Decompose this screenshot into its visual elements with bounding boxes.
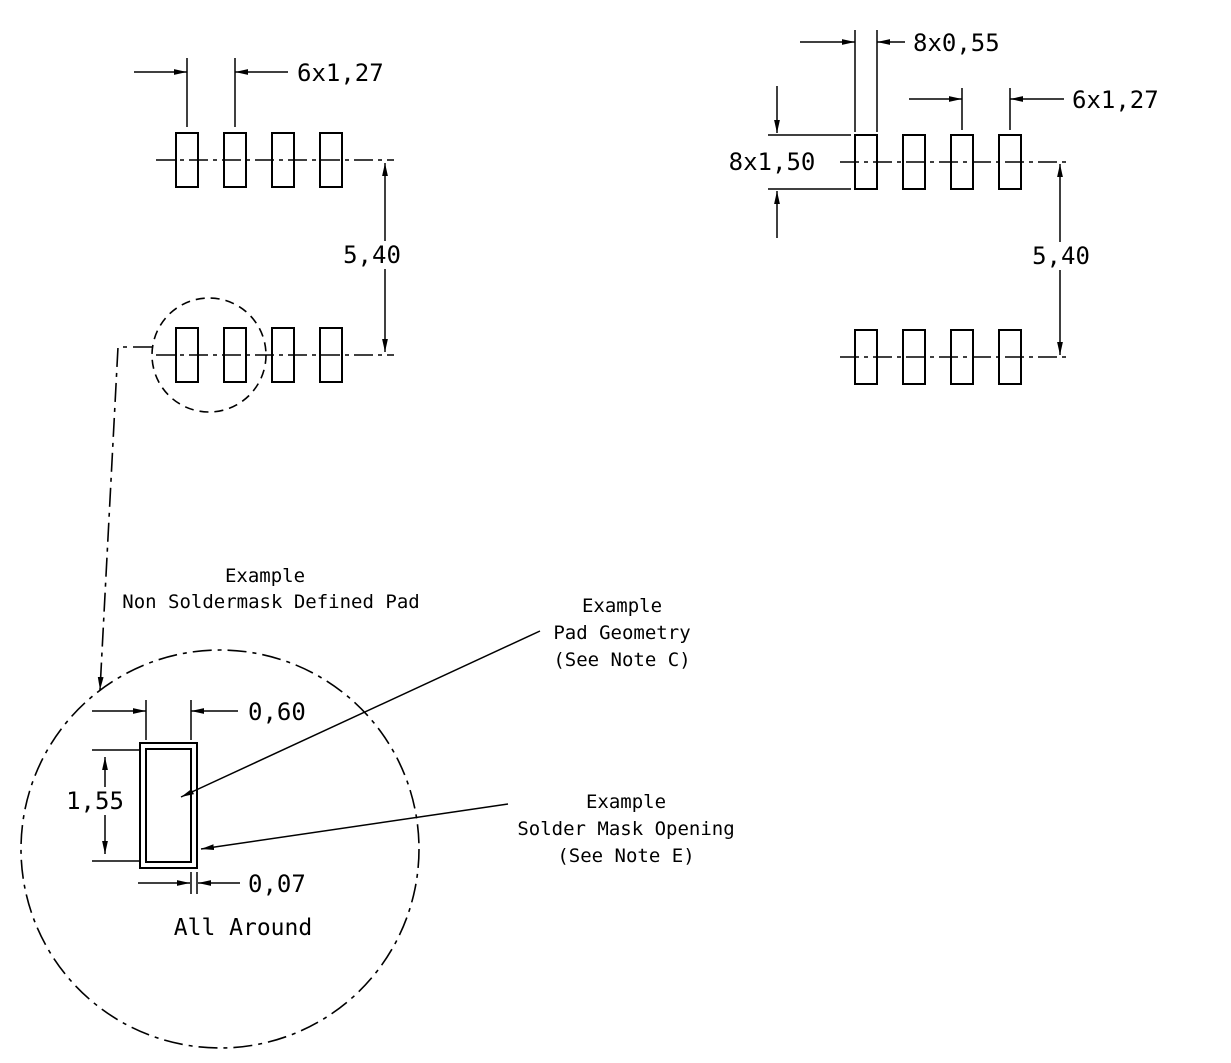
solder-mask-note-line2: Solder Mask Opening	[517, 818, 734, 840]
pad-geometry-note-line2: Pad Geometry	[553, 622, 690, 644]
label-backdrop	[343, 241, 401, 269]
dim-pitch: 6x1,27	[909, 86, 1159, 130]
dim-label-row-spacing: 5,40	[343, 241, 401, 269]
pad-geometry-callout: Example Pad Geometry (See Note C)	[180, 595, 691, 798]
label-backdrop	[66, 787, 124, 815]
dim-pad-height: 1,55	[66, 749, 140, 862]
dim-mask-gap: 0,07	[138, 870, 306, 898]
detail-title-line1: Example	[225, 565, 305, 587]
pad-geometry-outline	[145, 748, 192, 863]
dim-label-mask-gap: 0,07	[248, 870, 306, 898]
pad	[271, 132, 295, 188]
dim-label-pad-width: 0,60	[248, 698, 306, 726]
dim-pad-width: 0,60	[92, 698, 306, 740]
pad	[854, 329, 878, 385]
dim-label-pad-height: 8x1,50	[729, 148, 816, 176]
detail-view-circle	[20, 649, 420, 1049]
dim-row-spacing: 5,40	[343, 163, 401, 352]
detail-title-line2: Non Soldermask Defined Pad	[122, 591, 419, 613]
solder-mask-note-line1: Example	[586, 791, 666, 813]
dim-pad-width: 8x0,55	[800, 29, 1000, 132]
solder-mask-opening-outline	[139, 742, 198, 869]
pad	[950, 329, 974, 385]
dim-row-spacing: 5,40	[1032, 164, 1090, 355]
dim-label-pad-height: 1,55	[66, 787, 124, 815]
dim-pad-height: 8x1,50	[729, 86, 851, 238]
detail-leader-line	[97, 346, 152, 691]
pad	[998, 134, 1022, 190]
leader-line	[200, 803, 509, 850]
top-left-pad-view: 6x1,27 5,40	[97, 58, 401, 691]
dim-label-pitch: 6x1,27	[297, 59, 384, 87]
leader-line	[180, 630, 541, 798]
pad	[902, 329, 926, 385]
detail-callout-circle	[151, 297, 267, 413]
solder-mask-note-line3: (See Note E)	[557, 845, 694, 867]
top-right-pad-view: 8x0,55 6x1,27 8x1,50 5,40	[729, 29, 1159, 385]
pad	[902, 134, 926, 190]
pad	[223, 132, 247, 188]
pad	[271, 327, 295, 383]
pad-geometry-note-line1: Example	[582, 595, 662, 617]
pad	[223, 327, 247, 383]
pad	[854, 134, 878, 190]
dim-label-row-spacing: 5,40	[1032, 242, 1090, 270]
pad	[998, 329, 1022, 385]
dim-label-pad-width: 8x0,55	[913, 29, 1000, 57]
dim-pitch: 6x1,27	[134, 58, 384, 127]
pad	[319, 132, 343, 188]
label-backdrop	[1032, 242, 1090, 270]
pad-geometry-note-line3: (See Note C)	[553, 649, 690, 671]
solder-mask-callout: Example Solder Mask Opening (See Note E)	[200, 791, 735, 867]
pad	[175, 327, 199, 383]
pad	[175, 132, 199, 188]
detail-view: Example Non Soldermask Defined Pad 0,60 …	[20, 565, 735, 1049]
dim-label-pitch: 6x1,27	[1072, 86, 1159, 114]
pad	[319, 327, 343, 383]
all-around-label: All Around	[174, 915, 312, 941]
pad	[950, 134, 974, 190]
